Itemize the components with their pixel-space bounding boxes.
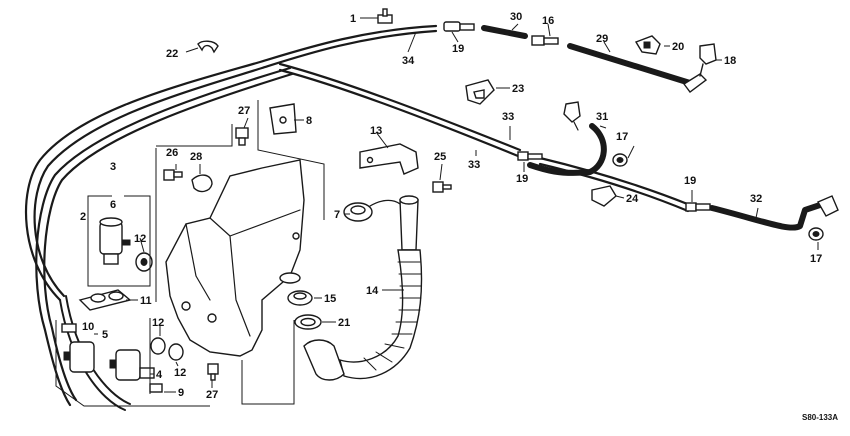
- callout-19-mid: 19: [516, 173, 528, 185]
- clip-28: [191, 174, 213, 193]
- callout-12-upper: 12: [134, 233, 146, 245]
- callout-12-lower: 12: [174, 367, 186, 379]
- callout-21: 21: [338, 317, 350, 329]
- filler-neck-14: [303, 195, 423, 381]
- callout-7: 7: [334, 209, 340, 221]
- filler-cap-7: [343, 199, 401, 222]
- screw-26: [163, 169, 183, 181]
- callout-5: 5: [102, 329, 108, 341]
- leader-lines: [94, 17, 819, 393]
- bracket-13: [359, 143, 419, 175]
- callout-33-upper: 33: [502, 111, 514, 123]
- grommet-12-lower: [168, 343, 184, 361]
- callout-14: 14: [366, 285, 379, 297]
- callout-8: 8: [306, 115, 312, 127]
- callout-2: 2: [80, 211, 86, 223]
- callout-22: 22: [166, 48, 178, 60]
- callout-15: 15: [324, 293, 336, 305]
- callout-13: 13: [370, 125, 382, 137]
- callout-11: 11: [140, 295, 152, 307]
- clip-24: [591, 185, 617, 207]
- nozzle-20: [634, 35, 661, 55]
- callout-12-mid: 12: [152, 317, 164, 329]
- bolt-1: [377, 8, 393, 24]
- joint-19-mid: [517, 151, 543, 161]
- joint-16: [531, 35, 559, 46]
- bolt-27-upper: [235, 127, 249, 146]
- assembly-bracket-lines: [55, 100, 325, 407]
- grommet-17-upper: [612, 153, 628, 167]
- clip-9: [149, 383, 163, 393]
- hose-29: [567, 43, 693, 86]
- callout-23: 23: [512, 83, 524, 95]
- grommet-15: [287, 290, 313, 306]
- callout-25: 25: [434, 151, 446, 163]
- joint-19-top: [443, 21, 475, 32]
- callout-19-right: 19: [684, 175, 696, 187]
- callout-20: 20: [672, 41, 684, 53]
- callout-30: 30: [510, 11, 522, 23]
- callout-26: 26: [166, 147, 178, 159]
- callout-10: 10: [82, 321, 94, 333]
- callout-3: 3: [110, 161, 116, 173]
- callout-33-lower: 33: [468, 159, 480, 171]
- nozzle-32-end: [817, 195, 839, 217]
- clip-22: [197, 40, 219, 54]
- bracket-8: [269, 103, 297, 135]
- callout-31: 31: [596, 111, 608, 123]
- callout-4: 4: [156, 369, 163, 381]
- washer-reservoir-tank: [165, 159, 305, 357]
- washer-pump-4: [109, 349, 155, 381]
- callout-29: 29: [596, 33, 608, 45]
- grommet-12-upper: [135, 252, 153, 272]
- nozzle-31-cap: [563, 101, 581, 131]
- grommet-plate-11: [78, 289, 132, 311]
- grommet-17-lower: [808, 227, 824, 241]
- washer-hose-loop-left: [35, 66, 294, 407]
- callout-6: 6: [110, 199, 116, 211]
- callout-18: 18: [724, 55, 736, 67]
- callout-17-upper: 17: [616, 131, 628, 143]
- callout-17-lower: 17: [810, 253, 822, 265]
- nozzle-18: [682, 43, 717, 93]
- clip-10: [61, 323, 77, 333]
- callout-9: 9: [178, 387, 184, 399]
- callout-28: 28: [190, 151, 202, 163]
- diagram-code: S80-133A: [802, 413, 838, 422]
- callout-27-lower: 27: [206, 389, 218, 401]
- callout-1: 1: [350, 13, 356, 25]
- bolt-27-lower: [207, 363, 219, 381]
- callout-32: 32: [750, 193, 762, 205]
- hose-32: [709, 202, 823, 231]
- bolt-25: [432, 181, 452, 193]
- callout-16: 16: [542, 15, 554, 27]
- hose-31: [527, 123, 607, 176]
- grommet-12-mid: [150, 337, 166, 355]
- callout-19-top: 19: [452, 43, 464, 55]
- seal-21: [294, 314, 322, 330]
- joint-19-right: [685, 202, 711, 212]
- callouts: 1 22 34 19 30 16 29 20 18 23 27 8 13 33 …: [80, 11, 838, 422]
- clip-23: [465, 79, 495, 105]
- callout-24: 24: [626, 193, 639, 205]
- washer-pump-5: [63, 341, 95, 373]
- washer-hose-33: [278, 62, 692, 213]
- washer-pump-upper: [99, 217, 131, 265]
- washer-hose-long-34: [24, 24, 438, 302]
- callout-34: 34: [402, 55, 415, 67]
- callout-27-upper: 27: [238, 105, 250, 117]
- hose-30: [481, 25, 528, 39]
